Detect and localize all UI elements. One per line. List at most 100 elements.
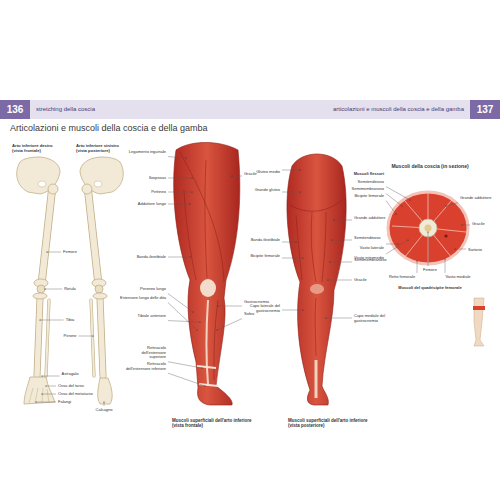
back-leg-muscles (287, 154, 346, 405)
part-label: Sartorio (468, 248, 482, 253)
part-label: Semitendinoso (358, 180, 384, 185)
leader-line (36, 402, 56, 403)
thigh-cross-section-part (444, 234, 447, 237)
leader-line (168, 303, 197, 330)
leader-dot (191, 177, 192, 178)
skeleton (17, 157, 124, 404)
caption: Arto inferiore sinistro (vista posterior… (76, 144, 124, 154)
part-label: Tibiale anteriore (137, 314, 166, 319)
part-label: Banda ileotibiale (251, 238, 280, 243)
leader-line (282, 192, 300, 193)
part-label: Gracile (244, 172, 257, 177)
part-label: Semimembranoso (352, 187, 384, 192)
leader-line (47, 252, 61, 253)
leader-line (168, 373, 205, 386)
part-label: Ileopsoas (149, 176, 166, 181)
leader-dot (44, 288, 45, 289)
header-band (0, 100, 500, 119)
front-leg-muscles-part (200, 279, 216, 297)
part-label: Peroneo lungo (140, 287, 166, 292)
part-label: Capo mediale del gastrocnemio (354, 314, 394, 323)
part-label: Soleo (244, 312, 254, 317)
leader-line (282, 258, 303, 259)
back-leg-muscles-part (315, 360, 318, 398)
leader-dot (427, 231, 428, 232)
part-label: Gracile (354, 278, 367, 283)
leader-dot (196, 329, 197, 330)
leader-line (168, 294, 193, 312)
leader-line (462, 225, 470, 226)
leader-dot (46, 251, 47, 252)
leader-dot (395, 213, 396, 214)
front-leg-muscles-part (207, 300, 209, 384)
leader-dot (216, 329, 217, 330)
part-label: Ossa del metatarso (58, 392, 93, 397)
front-leg-muscles-part (180, 152, 224, 380)
header-band-part (0, 100, 30, 119)
leader-line (168, 362, 202, 368)
leader-line (417, 261, 418, 273)
leader-dot (461, 224, 462, 225)
leader-line (40, 320, 64, 321)
front-leg-muscles-part (197, 366, 218, 386)
leader-lines (35, 157, 470, 406)
part-label: Pettineo (151, 190, 166, 195)
part-label: Falangi (58, 400, 71, 405)
back-leg-muscles-part (287, 154, 346, 405)
skeleton-part (29, 388, 49, 403)
leader-line (330, 262, 352, 263)
leader-line (428, 232, 429, 266)
leader-line (386, 244, 398, 245)
leader-dot (409, 199, 410, 200)
caption: Muscoli flessori (354, 172, 384, 177)
leader-line (168, 321, 200, 322)
leader-dot (331, 239, 332, 240)
leader-line (232, 176, 242, 177)
leader-dot (189, 256, 190, 257)
leader-dot (444, 258, 445, 259)
part-label: Perone (64, 334, 77, 339)
part-label: Ossa del tarso (58, 384, 84, 389)
part-label: Gracile (472, 222, 485, 227)
leg-icon-part (473, 306, 485, 310)
leader-dot (92, 335, 93, 336)
leader-line (282, 310, 303, 311)
leader-dot (302, 309, 303, 310)
page-title: Articolazioni e muscoli della coscia e d… (10, 123, 208, 133)
part-label: Rotula (64, 287, 76, 292)
page-number: 137 (477, 104, 494, 116)
leader-line (282, 242, 296, 243)
thigh-cross-section-part (392, 193, 466, 263)
leader-dot (302, 257, 303, 258)
leader-line (445, 259, 446, 273)
leader-line (168, 178, 192, 179)
front-leg-muscles (174, 143, 240, 406)
leader-line (168, 204, 190, 205)
leader-dot (201, 367, 202, 368)
back-leg-muscles-part (290, 200, 342, 356)
part-label: Legamento inguinale (129, 150, 166, 155)
leader-dot (407, 239, 408, 240)
leader-dot (299, 169, 300, 170)
leader-dot (217, 305, 218, 306)
skeleton-part (80, 157, 123, 376)
part-label: Retinacolo dell'estensore superiore (124, 346, 166, 360)
caption: Muscoli della coscia (in sezione) (391, 164, 468, 170)
leader-line (334, 220, 352, 221)
leader-line (46, 386, 56, 387)
leader-line (282, 170, 300, 171)
leader-line (446, 203, 458, 206)
leader-line (42, 376, 60, 377)
back-leg-muscles-part (310, 284, 324, 294)
leader-line (386, 187, 410, 200)
leader-dot (397, 243, 398, 244)
part-label: Grande gluteo (255, 188, 280, 193)
leader-line (78, 336, 93, 337)
leader-line (45, 289, 62, 290)
leader-dot (189, 203, 190, 204)
part-label: Vasto mediale (445, 275, 470, 280)
leader-line (42, 394, 56, 395)
leader-line (168, 257, 190, 258)
